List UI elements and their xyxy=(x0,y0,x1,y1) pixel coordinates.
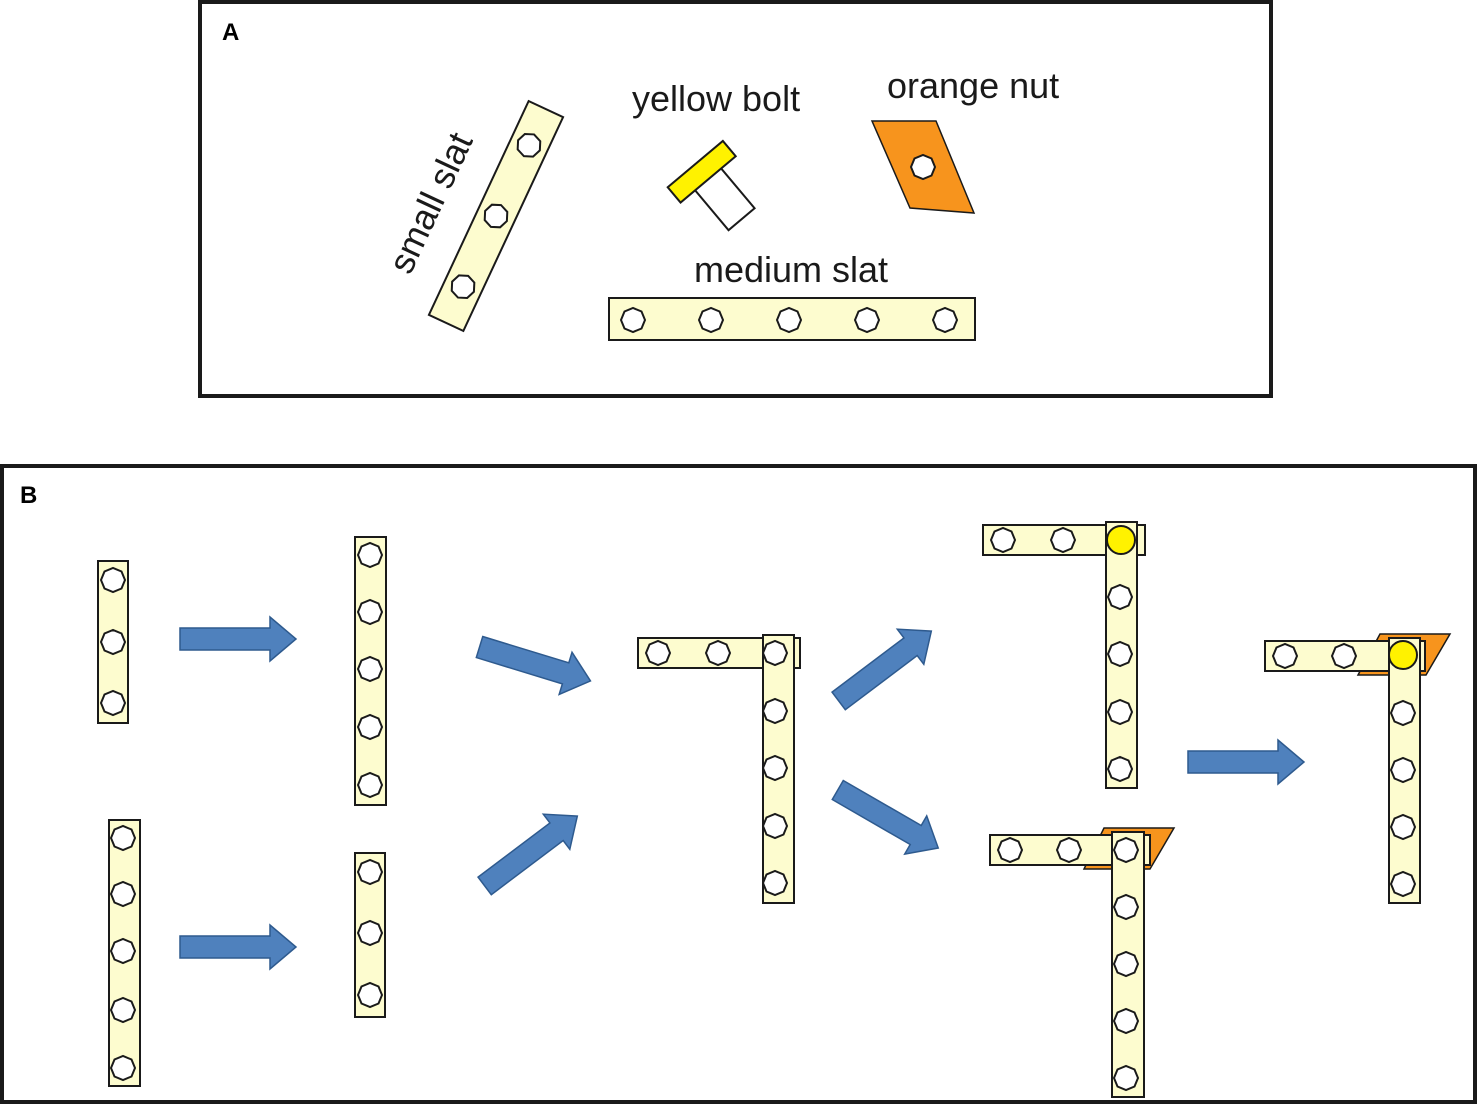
panel-a-letter: A xyxy=(222,19,239,46)
step2-small-slat xyxy=(354,852,386,1018)
arrow-step2-top xyxy=(475,635,592,696)
step5-final-assembly xyxy=(1264,633,1452,904)
step4-nut-corner xyxy=(989,827,1176,1098)
arrow-step4 xyxy=(1187,738,1306,786)
step4-bolted-corner xyxy=(982,521,1146,789)
arrow-step1-bottom xyxy=(179,923,298,971)
medium-slat-part xyxy=(608,297,976,341)
orange-nut-part xyxy=(870,120,976,214)
step1-small-slat xyxy=(97,560,129,724)
step2-medium-slat xyxy=(354,536,387,806)
step3-l-assembly xyxy=(637,634,801,904)
step-arrows xyxy=(179,615,1306,971)
arrow-step2-bottom xyxy=(477,813,579,896)
arrow-step3-down xyxy=(831,779,940,856)
final-bolt-marker xyxy=(1388,640,1418,670)
yellow-bolt-part xyxy=(666,139,756,232)
bolt-marker xyxy=(1106,525,1136,555)
small-slat-part xyxy=(427,99,565,333)
arrow-step3-up xyxy=(831,628,933,711)
panel-b-letter: B xyxy=(20,482,37,509)
step1-medium-slat xyxy=(108,819,141,1087)
arrow-step1-top xyxy=(179,615,298,663)
yellow-bolt-label: yellow bolt xyxy=(632,78,800,119)
medium-slat-label: medium slat xyxy=(694,249,888,290)
orange-nut-label: orange nut xyxy=(887,65,1059,106)
panel-b: B xyxy=(0,464,1477,1104)
panel-b-frame xyxy=(0,464,1477,1104)
panel-a: A small slat yellow bolt orange nut xyxy=(198,0,1273,398)
